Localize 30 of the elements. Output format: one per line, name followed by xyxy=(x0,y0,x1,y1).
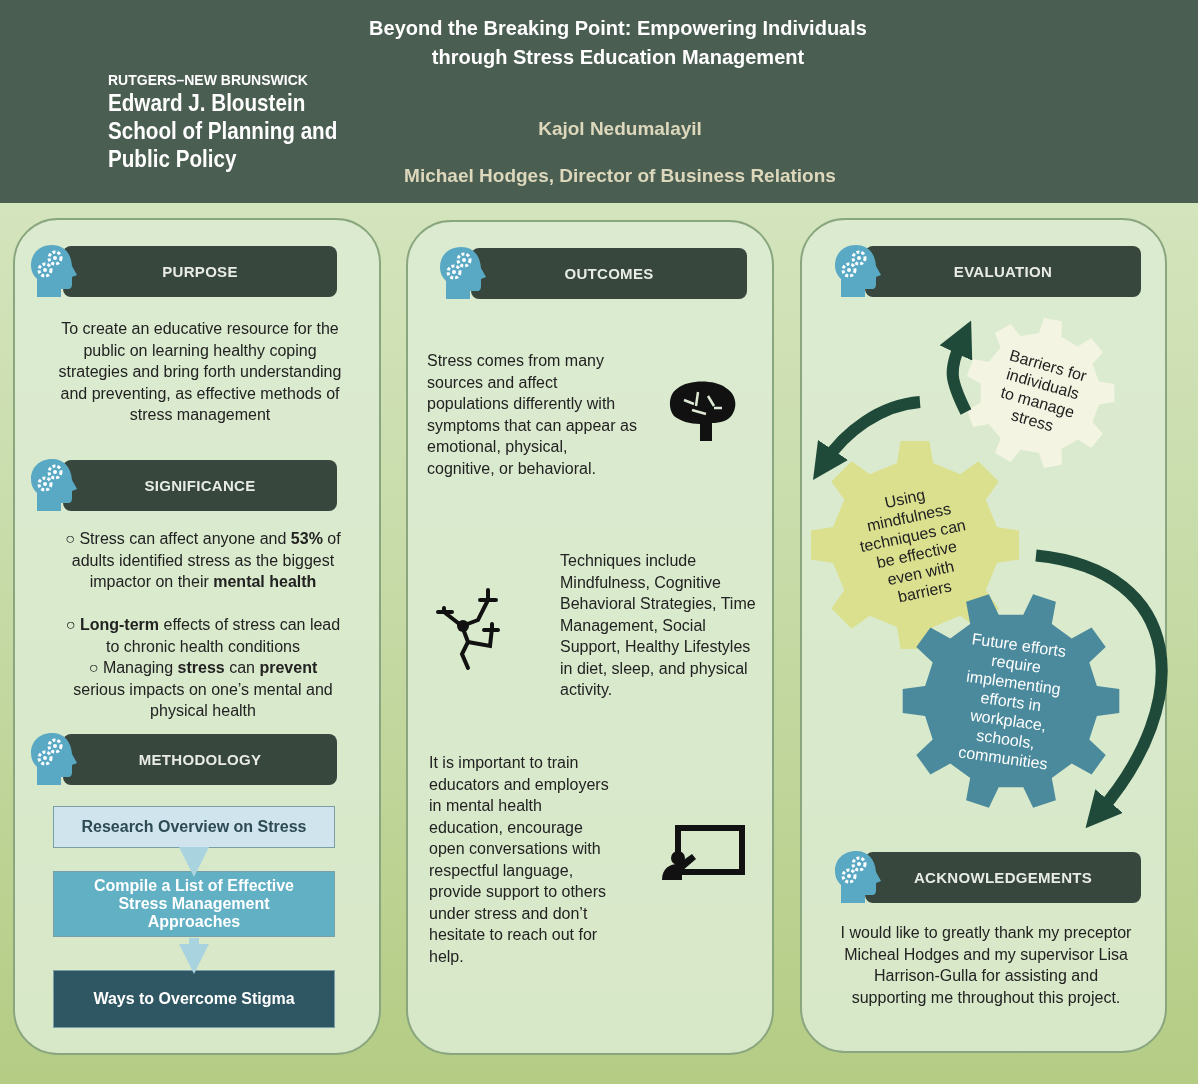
author-name: Kajol Nedumalayil xyxy=(537,118,703,140)
school-name: Edward J. Bloustein School of Planning and Public Policy xyxy=(108,89,339,173)
section-heading-bar: METHODOLOGY xyxy=(63,734,337,785)
bullet-text: ○ Stress can affect anyone and 53% of adults identified stress as the biggest impactor on their mental health xyxy=(64,529,342,592)
process-box: Ways to Overcome Stigma xyxy=(53,970,335,1028)
column-panel xyxy=(13,218,381,1055)
section-heading-bar: PURPOSE xyxy=(63,246,337,297)
curved-arrow xyxy=(1034,549,1168,830)
body-text: Stress comes from many sources and affect populations differently with symptoms that can appear as emotional, physical, cognitive, or behavioral. xyxy=(427,351,637,479)
body-text: Techniques include Mindfulness, Cognitive Behavioral Strategies, Time Management, Social Support, Healthy Lifestyles in diet, sleep, and physical activity. xyxy=(560,551,757,700)
body-text: I would like to greatly thank my preceptor Micheal Hodges and my supervisor Lisa Harrison-Gulla for assisting and supporting me throughout this project. xyxy=(839,923,1133,1008)
poster-title: Beyond the Breaking Point: Empowering Individuals through Stress Education Management xyxy=(368,16,868,70)
body-text: To create an educative resource for the public on learning healthy coping strategies and bring forth understanding and preventing, as effective methods of stress management xyxy=(57,319,343,425)
advisor-name: Michael Hodges, Director of Business Relations xyxy=(403,165,837,187)
section-heading-bar: ACKNOWLEDGEMENTS xyxy=(865,852,1141,903)
process-box: Research Overview on Stress xyxy=(53,806,335,848)
down-arrow xyxy=(179,938,209,974)
section-heading-bar: OUTCOMES xyxy=(471,248,747,299)
column-panel xyxy=(800,218,1167,1053)
curved-arrow xyxy=(812,396,921,480)
bullet-text: ○ Managing stress can prevent serious impacts on one’s mental and physical health xyxy=(72,658,334,721)
gear-text: Using mindfulness techniques can be effective even with barriers xyxy=(857,484,969,608)
body-text: It is important to train educators and employers in mental health education, encourage open conversations with respectful language, provide support to others under stress and don’t hesitate to reach out for help. xyxy=(429,753,610,967)
column-panel xyxy=(406,220,774,1055)
down-arrow xyxy=(179,847,209,877)
school-name: RUTGERS–NEW BRUNSWICK xyxy=(108,72,309,88)
curved-arrow xyxy=(939,320,973,415)
process-box: Compile a List of Effective Stress Management Approaches xyxy=(53,871,335,937)
section-heading-bar: EVALUATION xyxy=(865,246,1141,297)
section-heading-bar: SIGNIFICANCE xyxy=(63,460,337,511)
